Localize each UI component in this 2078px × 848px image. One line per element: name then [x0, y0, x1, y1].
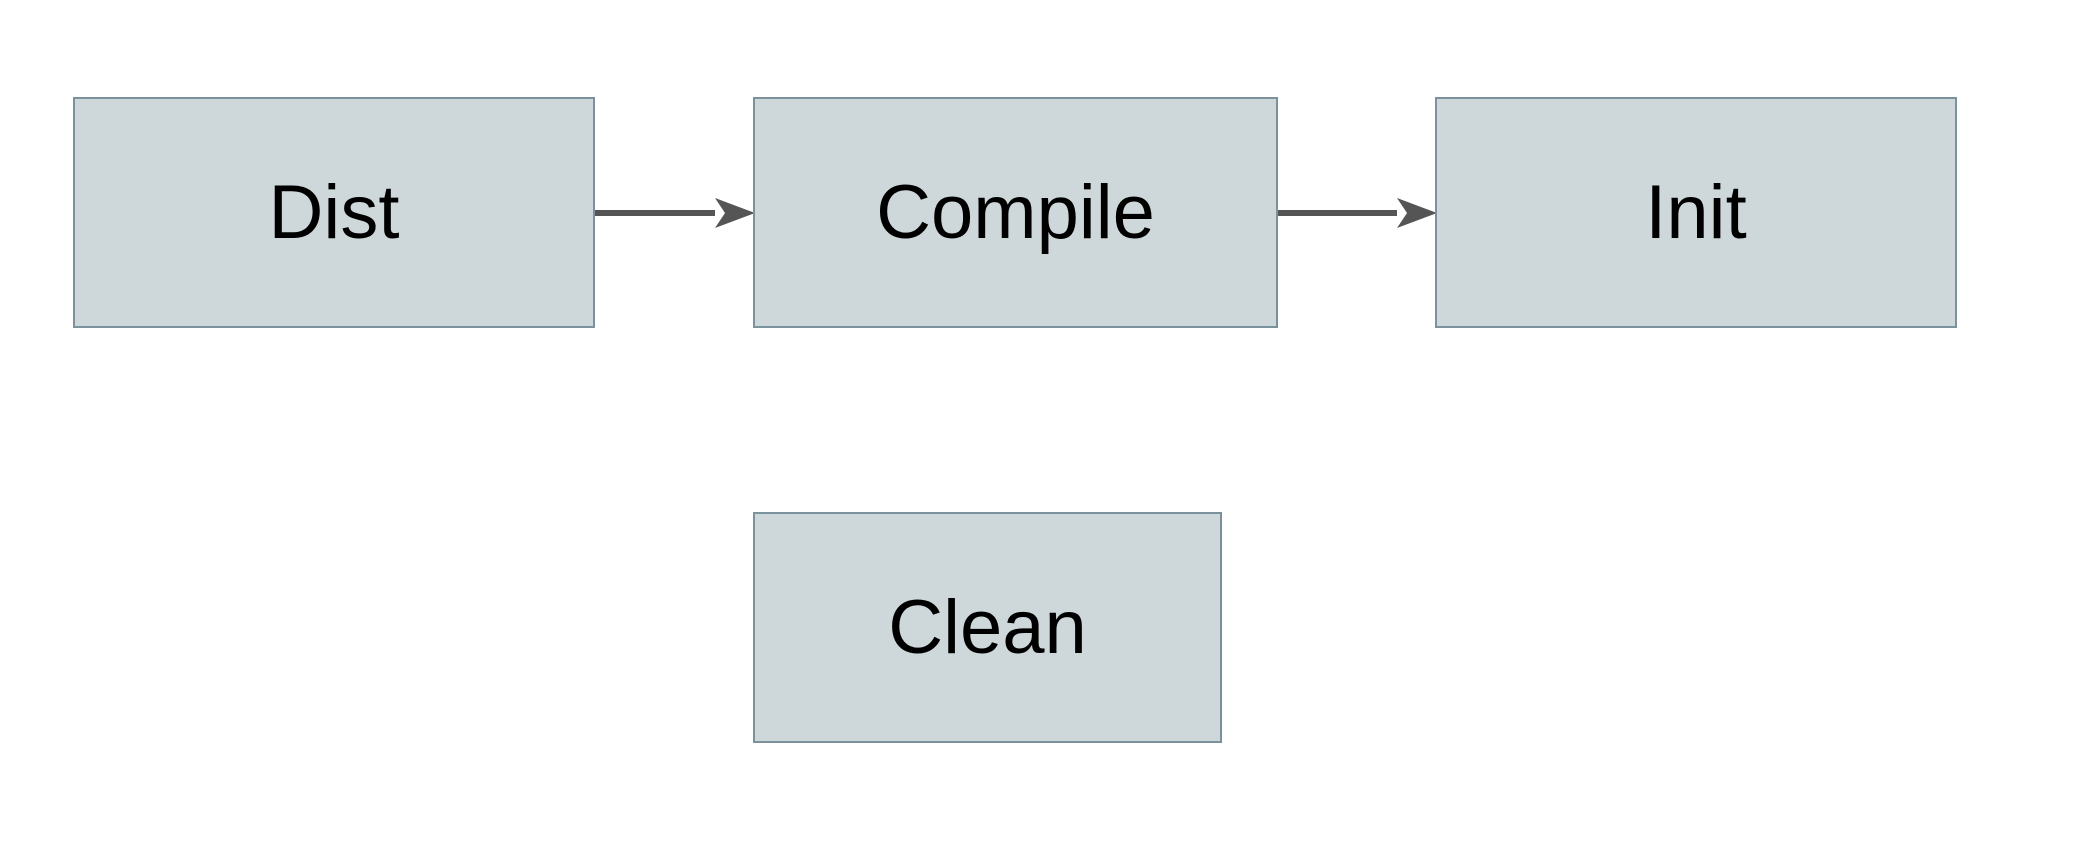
- node-clean[interactable]: Clean: [753, 512, 1222, 743]
- node-dist-label: Dist: [268, 169, 400, 255]
- node-clean-label: Clean: [888, 584, 1087, 670]
- node-compile-label: Compile: [876, 169, 1155, 255]
- node-init-label: Init: [1645, 169, 1747, 255]
- edge-dist-to-compile: [595, 198, 755, 228]
- node-compile[interactable]: Compile: [753, 97, 1278, 328]
- edge-compile-to-init: [1278, 198, 1437, 228]
- node-init[interactable]: Init: [1435, 97, 1957, 328]
- node-dist[interactable]: Dist: [73, 97, 595, 328]
